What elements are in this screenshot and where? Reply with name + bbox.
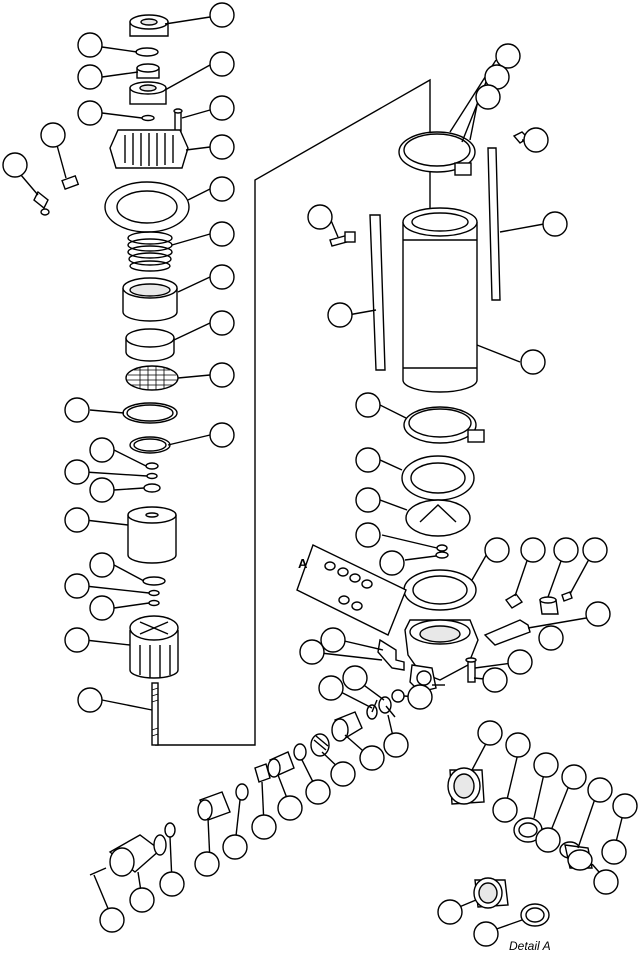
detail-a-caption: Detail A	[509, 939, 551, 953]
left-column-parts	[33, 14, 190, 746]
assembly-boundary-line	[155, 78, 431, 746]
lower-valve-parts	[89, 689, 593, 927]
right-callout-circles	[299, 43, 611, 693]
left-callout-circles	[2, 2, 235, 713]
right-column-parts	[296, 131, 573, 693]
lower-callout-circles	[99, 665, 638, 947]
detail-a-marker: A	[298, 556, 308, 571]
